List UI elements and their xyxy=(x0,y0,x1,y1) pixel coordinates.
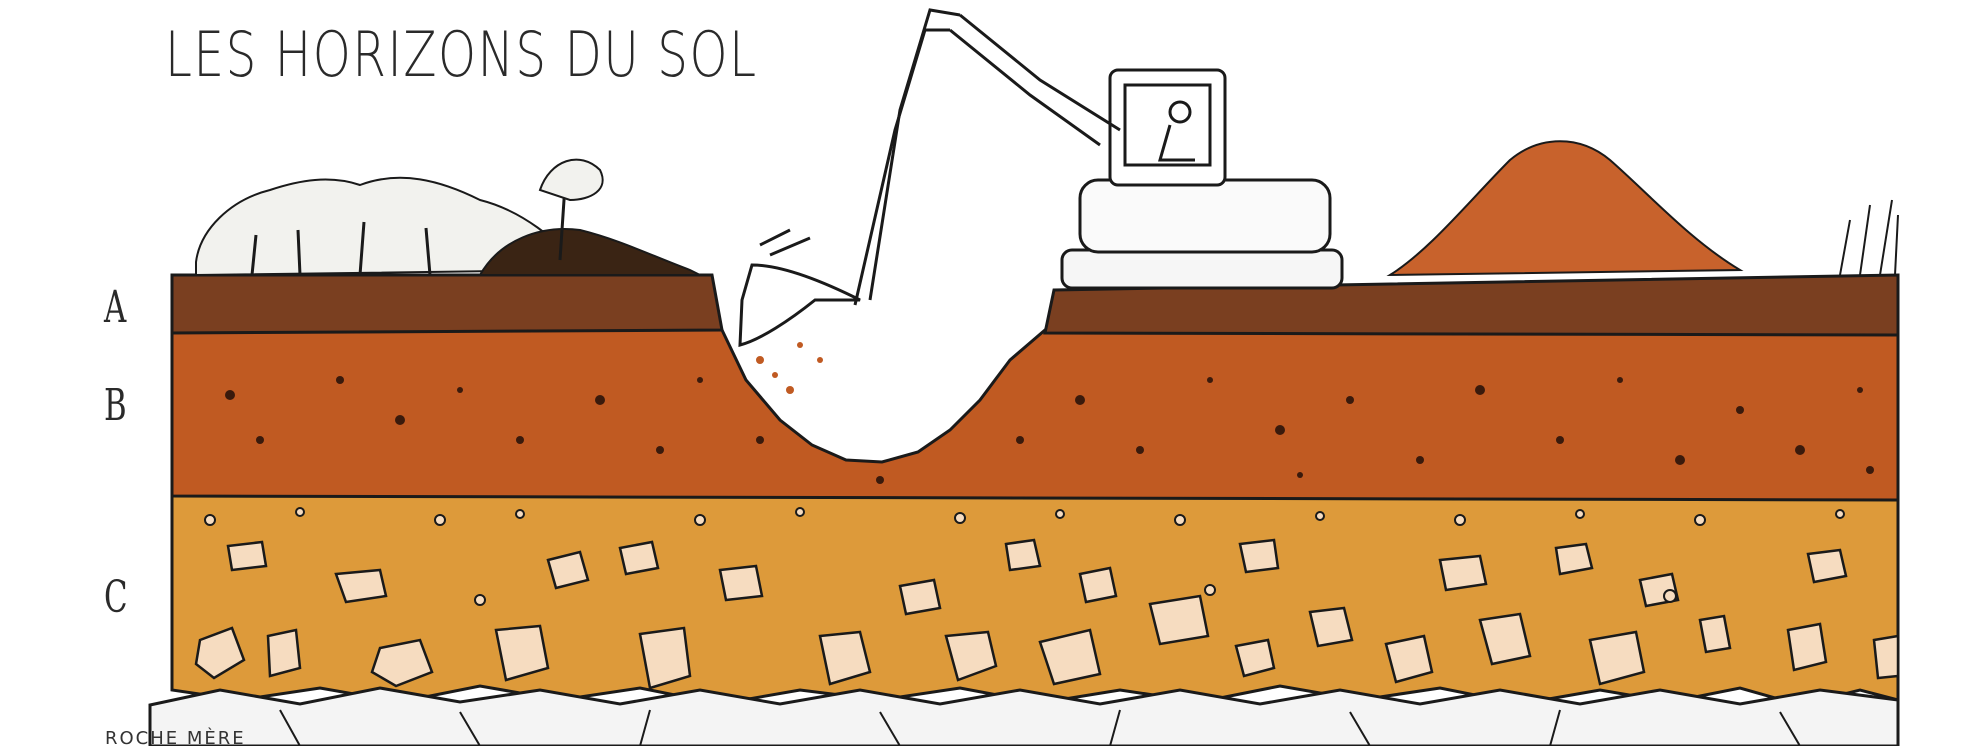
horizon-a-label: A xyxy=(104,282,126,333)
bedrock-layer xyxy=(150,688,1898,746)
grass-tuft xyxy=(1840,200,1898,275)
horizon-b-label: B xyxy=(104,380,127,431)
horizon-a-layer-left xyxy=(172,275,722,333)
page-title: LES HORIZONS DU SOL xyxy=(165,18,758,91)
dirt-pile xyxy=(1390,141,1740,275)
horizon-b-layer xyxy=(172,330,1898,500)
trees-and-shrubs xyxy=(196,160,700,275)
loose-dirt xyxy=(756,342,823,394)
horizon-c-label: C xyxy=(104,572,128,623)
